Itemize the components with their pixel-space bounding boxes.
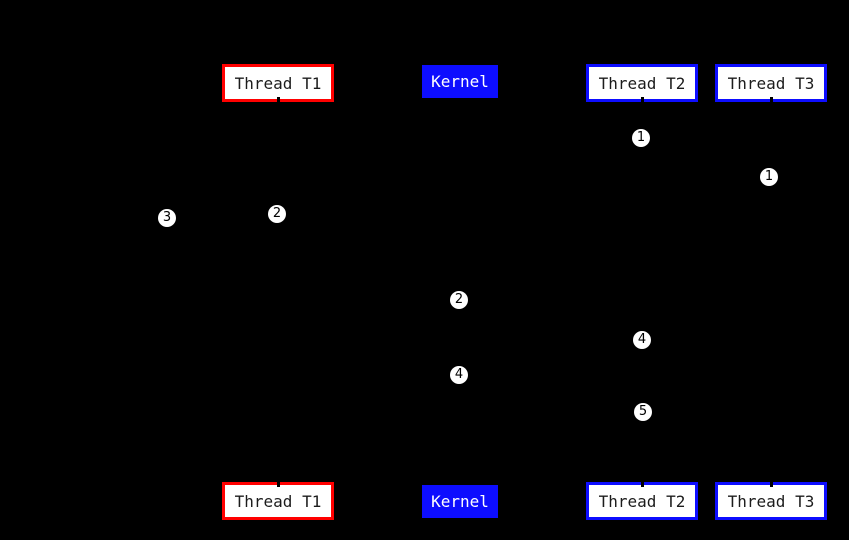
sequence-number-badge-1: 1	[632, 129, 650, 147]
lifeline-stub-thread-t1-top	[277, 97, 280, 104]
lifeline-stub-thread-t3-bottom	[770, 480, 773, 487]
participant-box-kernel-bottom: Kernel	[422, 485, 498, 518]
sequence-number-badge-3: 2	[268, 205, 286, 223]
sequence-number-badge-7: 4	[450, 366, 468, 384]
lifeline-stub-thread-t2-top	[641, 97, 644, 104]
participant-box-thread-t3-bottom: Thread T3	[715, 482, 827, 520]
participant-box-thread-t3-top: Thread T3	[715, 64, 827, 102]
sequence-number-badge-8: 5	[634, 403, 652, 421]
participant-box-kernel-top: Kernel	[422, 65, 498, 98]
lifeline-stub-thread-t1-bottom	[277, 480, 280, 487]
participant-box-thread-t2-bottom: Thread T2	[586, 482, 698, 520]
participant-box-thread-t1-bottom: Thread T1	[222, 482, 334, 520]
sequence-number-badge-6: 4	[633, 331, 651, 349]
lifeline-stub-thread-t2-bottom	[641, 480, 644, 487]
lifeline-stub-thread-t3-top	[770, 97, 773, 104]
participant-box-thread-t1-top: Thread T1	[222, 64, 334, 102]
sequence-number-badge-2: 1	[760, 168, 778, 186]
sequence-number-badge-5: 2	[450, 291, 468, 309]
sequence-number-badge-4: 3	[158, 209, 176, 227]
